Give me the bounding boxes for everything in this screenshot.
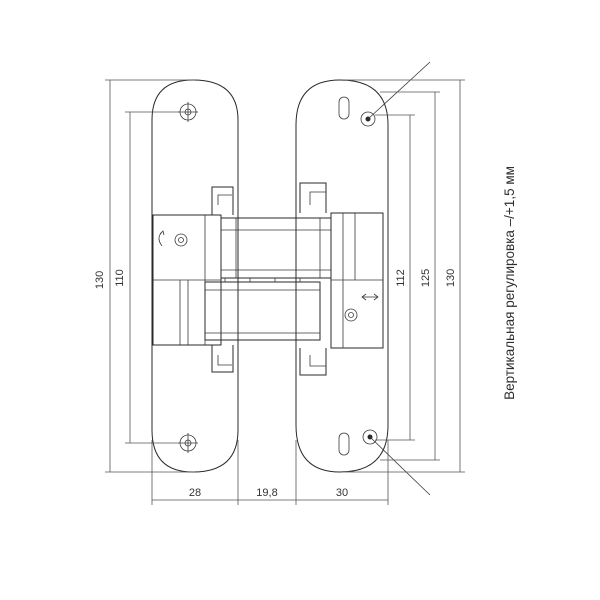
lateral-arrow-icon: [361, 293, 379, 301]
right-dimension-lines: [345, 79, 465, 473]
dim-left-plate-width: 28: [189, 487, 201, 499]
left-top-screw-icon: [178, 102, 198, 122]
dim-right-total-height: 130: [445, 269, 457, 287]
right-bottom-screw-icon: [338, 429, 378, 456]
right-adjustment-screw-icon: [344, 308, 358, 322]
dim-right-inner-height: 112: [395, 269, 407, 287]
left-hinge-plate: [151, 79, 239, 473]
left-bottom-screw-icon: [178, 433, 198, 453]
dim-left-total-height: 130: [94, 271, 106, 289]
dim-gap-width: 19,8: [256, 487, 277, 499]
right-top-screw-icon: [338, 96, 376, 127]
vertical-adjustment-label: Вертикальная регулировка –/+1,5 мм: [502, 166, 517, 400]
right-hinge-plate: [295, 61, 431, 496]
bottom-dimension-lines: [151, 440, 389, 505]
rotation-arrow-icon: [158, 230, 165, 247]
hinge-mechanism: [204, 217, 332, 341]
dim-right-mid-height: 125: [420, 269, 432, 287]
dim-left-inner-height: 110: [114, 269, 126, 287]
left-dimension-lines: [105, 79, 195, 473]
left-adjustment-screw-icon: [174, 233, 188, 247]
dim-right-plate-width: 30: [336, 487, 348, 499]
